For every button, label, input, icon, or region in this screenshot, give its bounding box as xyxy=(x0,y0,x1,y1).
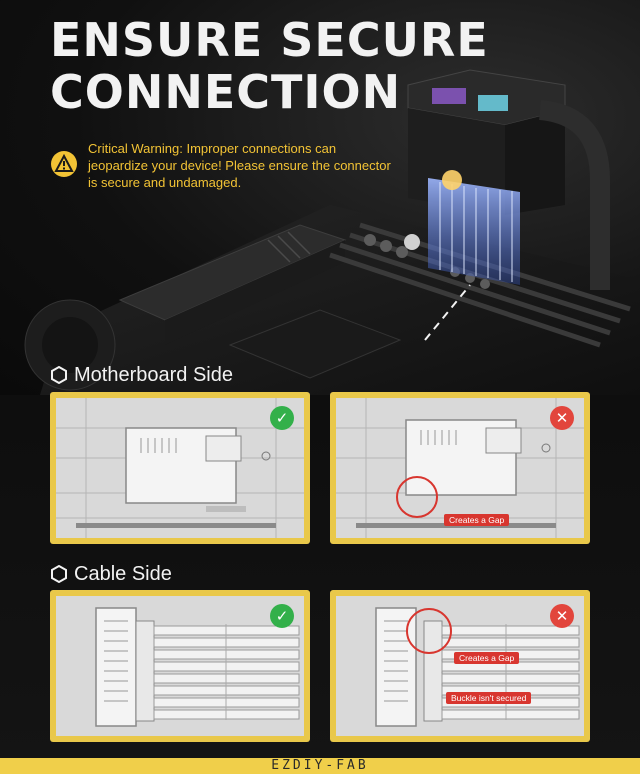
brand-name: EZDIY-FAB xyxy=(271,758,369,773)
motherboard-illustration xyxy=(24,69,640,395)
section-label: Cable Side xyxy=(74,563,172,585)
cable-unlatched-illustration xyxy=(375,607,580,727)
section-title-cable: Cable Side xyxy=(50,562,172,586)
check-icon: ✓ xyxy=(270,406,294,430)
headline-line-2: CONNECTION xyxy=(50,65,402,119)
panel-motherboard-correct: ✓ xyxy=(50,392,310,544)
check-icon: ✓ xyxy=(270,604,294,628)
callout-buckle: Buckle isn't secured xyxy=(446,692,532,704)
connector-seated-illustration xyxy=(56,398,304,538)
warning-block: Critical Warning: Improper connections c… xyxy=(50,140,391,196)
x-icon: ✕ xyxy=(550,406,574,430)
hexagon-icon xyxy=(51,366,67,384)
section-title-motherboard: Motherboard Side xyxy=(50,363,233,387)
headline: ENSURE SECURE CONNECTION xyxy=(50,14,489,118)
x-icon: ✕ xyxy=(550,604,574,628)
panel-cable-incorrect: Creates a Gap Buckle isn't secured ✕ xyxy=(330,590,590,742)
hexagon-icon xyxy=(51,565,67,583)
warning-triangle-icon xyxy=(51,151,77,177)
panel-motherboard-incorrect: Creates a Gap ✕ xyxy=(330,392,590,544)
callout-gap: Creates a Gap xyxy=(444,514,510,526)
cable-latched-illustration xyxy=(95,607,300,727)
section-label: Motherboard Side xyxy=(74,364,233,386)
callout-gap: Creates a Gap xyxy=(454,652,520,664)
panel-cable-correct: ✓ xyxy=(50,590,310,742)
gap-highlight-ring xyxy=(406,608,452,654)
hero-section: ENSURE SECURE CONNECTION Critical Warnin… xyxy=(0,0,640,395)
footer-bar: EZDIY-FAB xyxy=(0,758,640,774)
gap-highlight-ring xyxy=(396,476,438,518)
warning-text: Critical Warning: Improper connections c… xyxy=(88,141,391,190)
headline-line-1: ENSURE SECURE xyxy=(50,13,489,67)
